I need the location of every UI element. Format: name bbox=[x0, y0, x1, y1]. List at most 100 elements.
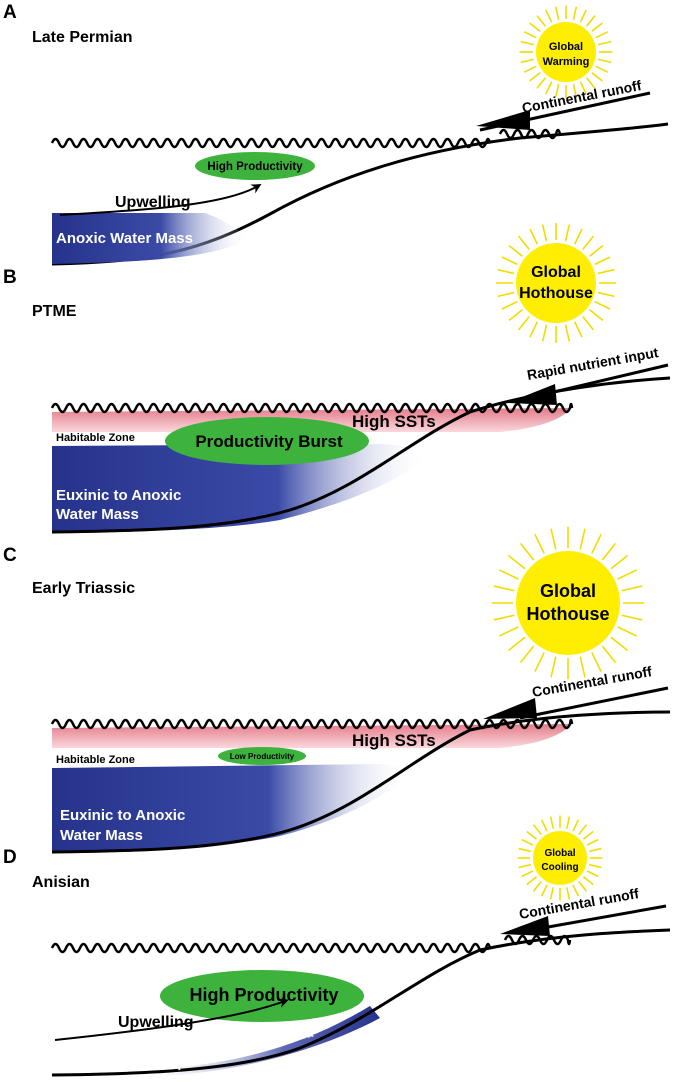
sun-ray bbox=[585, 15, 596, 27]
sun-ray bbox=[536, 15, 547, 27]
sun-ray bbox=[549, 816, 555, 829]
sun-ray bbox=[541, 224, 548, 242]
seafloor-profile bbox=[51, 710, 671, 854]
panel-title: Early Triassic bbox=[32, 580, 135, 597]
sun-label-line2: Cooling bbox=[541, 862, 578, 873]
sun-ray bbox=[582, 876, 594, 886]
sun-ray bbox=[541, 324, 548, 342]
sun-ray bbox=[579, 656, 586, 678]
sun-ray bbox=[564, 324, 571, 342]
sun-ray bbox=[610, 554, 629, 570]
sun-ray bbox=[549, 887, 555, 900]
sun-ray bbox=[582, 235, 595, 250]
water-mass-label: Anoxic Water Mass bbox=[56, 230, 193, 247]
water-mass-label-line2: Water Mass bbox=[60, 827, 143, 844]
sun-ray bbox=[591, 71, 603, 82]
sun-ray bbox=[601, 645, 617, 664]
sun-ray bbox=[617, 569, 638, 580]
panel-c: C Early Triassic Global Hothouse Habitab… bbox=[3, 526, 671, 854]
sea-surface bbox=[50, 402, 574, 414]
sun-icon bbox=[491, 526, 645, 680]
runoff-arrow bbox=[519, 686, 669, 720]
sun-ray bbox=[572, 884, 580, 897]
sun-ray bbox=[579, 9, 587, 23]
sun-ray bbox=[591, 22, 603, 33]
arrow-head bbox=[476, 110, 530, 130]
sun-ray bbox=[536, 77, 547, 89]
sun-ray bbox=[572, 83, 578, 98]
arrow-label: Rapid nutrient input bbox=[526, 344, 660, 383]
sun-ray bbox=[519, 645, 535, 664]
panel-b: B PTME Global Hothouse Habitable Zone Hi… bbox=[3, 223, 671, 534]
panel-title: PTME bbox=[32, 303, 77, 320]
panel-letter: B bbox=[3, 267, 17, 288]
upwelling-label: Upwelling bbox=[115, 194, 191, 211]
sun-ray bbox=[565, 816, 571, 829]
sun-ray bbox=[573, 228, 583, 245]
panel-letter: A bbox=[3, 2, 17, 23]
sun-ray bbox=[501, 300, 518, 310]
sun-label-line1: Global bbox=[544, 848, 575, 859]
sun-label-line1: Global bbox=[549, 41, 583, 53]
arrow-label: Continental runoff bbox=[521, 77, 643, 116]
panel-letter: D bbox=[3, 847, 17, 868]
sun-ray bbox=[534, 652, 545, 673]
sun-ray bbox=[519, 542, 535, 561]
sun-ray bbox=[554, 6, 560, 21]
sun-ray bbox=[594, 300, 611, 310]
sun-ray bbox=[621, 585, 643, 592]
upwelling-label: Upwelling bbox=[118, 1014, 194, 1031]
sun-ray bbox=[595, 31, 609, 39]
sun-disc bbox=[516, 551, 620, 655]
sun-ray bbox=[545, 81, 553, 95]
sun-ray bbox=[579, 81, 587, 95]
seafloor-profile bbox=[51, 928, 671, 1077]
sun-ray bbox=[501, 256, 518, 266]
sun-ray bbox=[532, 824, 542, 836]
sun-ray bbox=[493, 614, 515, 621]
sun-icon bbox=[517, 815, 603, 901]
anoxia-band bbox=[140, 1006, 380, 1076]
sun-ray bbox=[589, 847, 602, 853]
sun-ray bbox=[585, 77, 596, 89]
sun-ray bbox=[597, 268, 615, 275]
sun-label-line1: Global bbox=[540, 581, 596, 601]
sun-ray bbox=[526, 830, 538, 840]
sun-ray bbox=[572, 6, 578, 21]
sun-ray bbox=[545, 9, 553, 23]
sun-ray bbox=[520, 58, 535, 64]
panel-title: Anisian bbox=[32, 874, 90, 891]
sun-ray bbox=[586, 838, 599, 846]
panel-letter: C bbox=[3, 545, 17, 566]
sun-ray bbox=[526, 876, 538, 886]
water-mass-label-line1: Euxinic to Anoxic bbox=[60, 807, 185, 824]
sea-surface bbox=[50, 718, 574, 730]
panel-d: D Anisian Global Cooling Continental run… bbox=[3, 815, 671, 1077]
sun-ray bbox=[572, 819, 580, 832]
sun-ray bbox=[508, 244, 523, 257]
sun-ray bbox=[589, 244, 604, 257]
arrow-label: Continental runoff bbox=[518, 885, 641, 922]
productivity-ellipse bbox=[195, 152, 315, 180]
sst-label: High SSTs bbox=[352, 731, 436, 750]
sun-ray bbox=[589, 309, 604, 322]
sun-ray bbox=[498, 626, 519, 637]
sun-ray bbox=[518, 847, 531, 853]
sun-ray bbox=[493, 585, 515, 592]
sea-surface bbox=[50, 942, 492, 954]
sun-ray bbox=[582, 830, 594, 840]
sun-icon bbox=[496, 223, 616, 343]
sun-ray bbox=[565, 887, 571, 900]
sun-ray bbox=[597, 291, 615, 298]
sun-ray bbox=[617, 626, 638, 637]
productivity-label: Productivity Burst bbox=[195, 432, 343, 451]
sun-ray bbox=[521, 838, 534, 846]
sun-ray bbox=[594, 256, 611, 266]
sun-disc bbox=[516, 243, 596, 323]
sun-ray bbox=[507, 636, 526, 652]
productivity-ellipse bbox=[160, 970, 364, 1022]
sun-ray bbox=[534, 533, 545, 554]
sun-icon bbox=[519, 5, 613, 99]
sun-ray bbox=[573, 321, 583, 338]
